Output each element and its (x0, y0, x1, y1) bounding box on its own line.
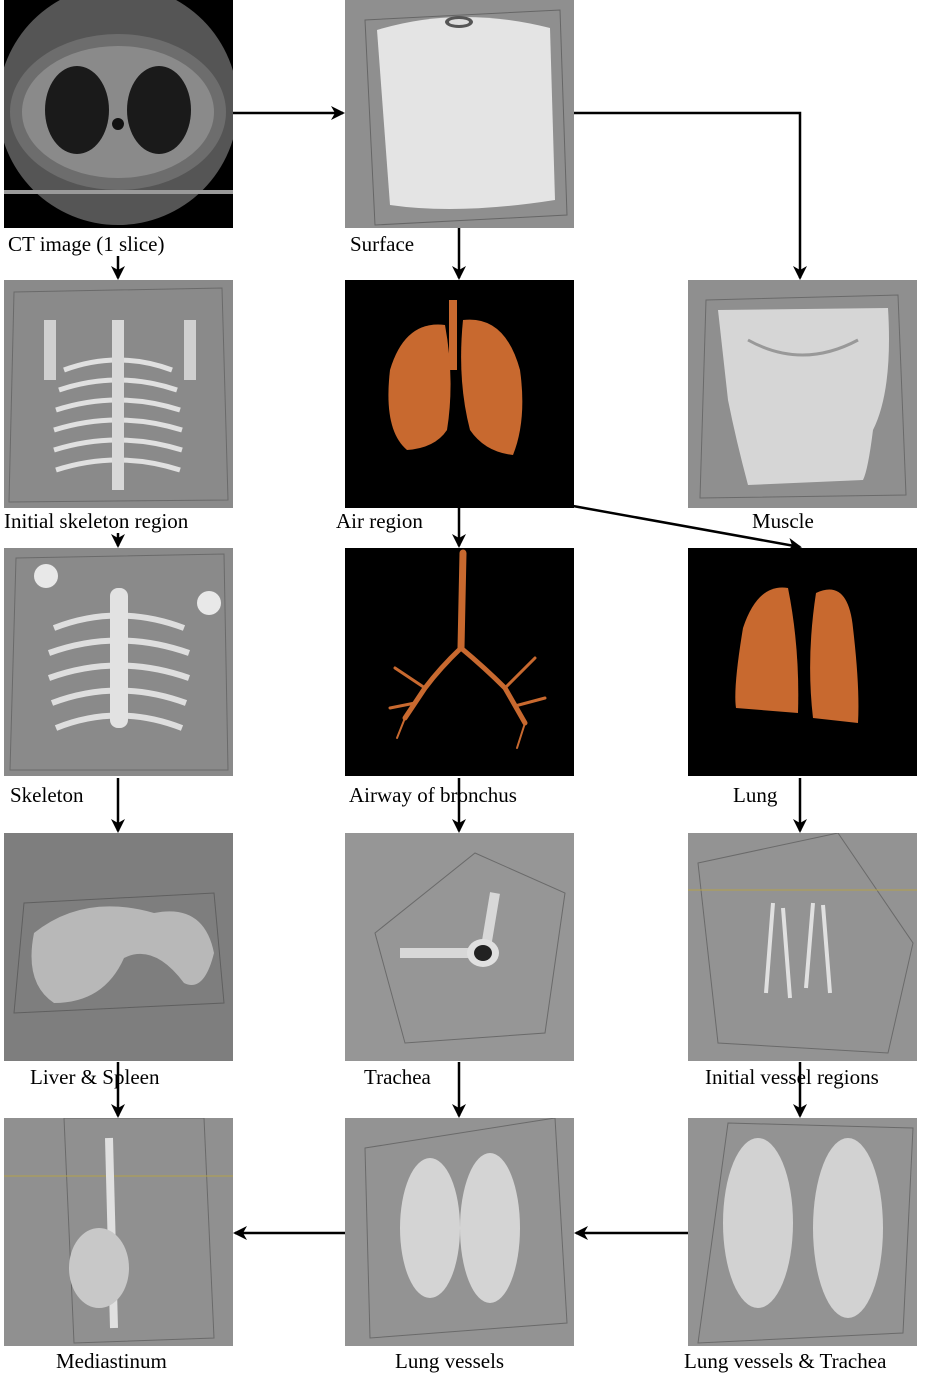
trachea-label: Trachea (364, 1064, 431, 1090)
surface-label: Surface (350, 231, 414, 257)
muscle-render (688, 280, 917, 508)
lung-render (688, 548, 917, 776)
initial-vessels-render (688, 833, 917, 1061)
air-region-render (345, 280, 574, 508)
trachea-render (345, 833, 574, 1061)
airway-label: Airway of bronchus (349, 782, 517, 808)
lung-vessels-trachea-panel (688, 1118, 917, 1346)
initial-vessels-label: Initial vessel regions (705, 1064, 879, 1090)
lung-vessels-trachea-label: Lung vessels & Trachea (684, 1348, 886, 1374)
ct-image-label: CT image (1 slice) (8, 231, 165, 257)
surface-panel (345, 0, 574, 228)
lung-vessels-trachea-render (688, 1118, 917, 1346)
arrow-surface-to-muscle (574, 113, 800, 278)
ct-image-panel (4, 0, 233, 228)
lung-label: Lung (733, 782, 777, 808)
airway-render (345, 548, 574, 776)
skeleton-render (4, 548, 233, 776)
mediastinum-panel (4, 1118, 233, 1346)
ct-slice-image (4, 0, 233, 228)
surface-render (345, 0, 574, 228)
initial-vessels-panel (688, 833, 917, 1061)
liver-spleen-render (4, 833, 233, 1061)
air-region-label: Air region (336, 508, 423, 534)
mediastinum-label: Mediastinum (56, 1348, 167, 1374)
muscle-panel (688, 280, 917, 508)
lung-panel (688, 548, 917, 776)
trachea-panel (345, 833, 574, 1061)
lung-vessels-render (345, 1118, 574, 1346)
liver-spleen-panel (4, 833, 233, 1061)
mediastinum-render (4, 1118, 233, 1346)
initial-skeleton-label: Initial skeleton region (4, 508, 188, 534)
lung-vessels-panel (345, 1118, 574, 1346)
skeleton-panel (4, 548, 233, 776)
initial-skeleton-panel (4, 280, 233, 508)
airway-panel (345, 548, 574, 776)
muscle-label: Muscle (752, 508, 814, 534)
liver-spleen-label: Liver & Spleen (30, 1064, 159, 1090)
initial-skeleton-render (4, 280, 233, 508)
skeleton-label: Skeleton (10, 782, 84, 808)
lung-vessels-label: Lung vessels (395, 1348, 504, 1374)
air-region-panel (345, 280, 574, 508)
